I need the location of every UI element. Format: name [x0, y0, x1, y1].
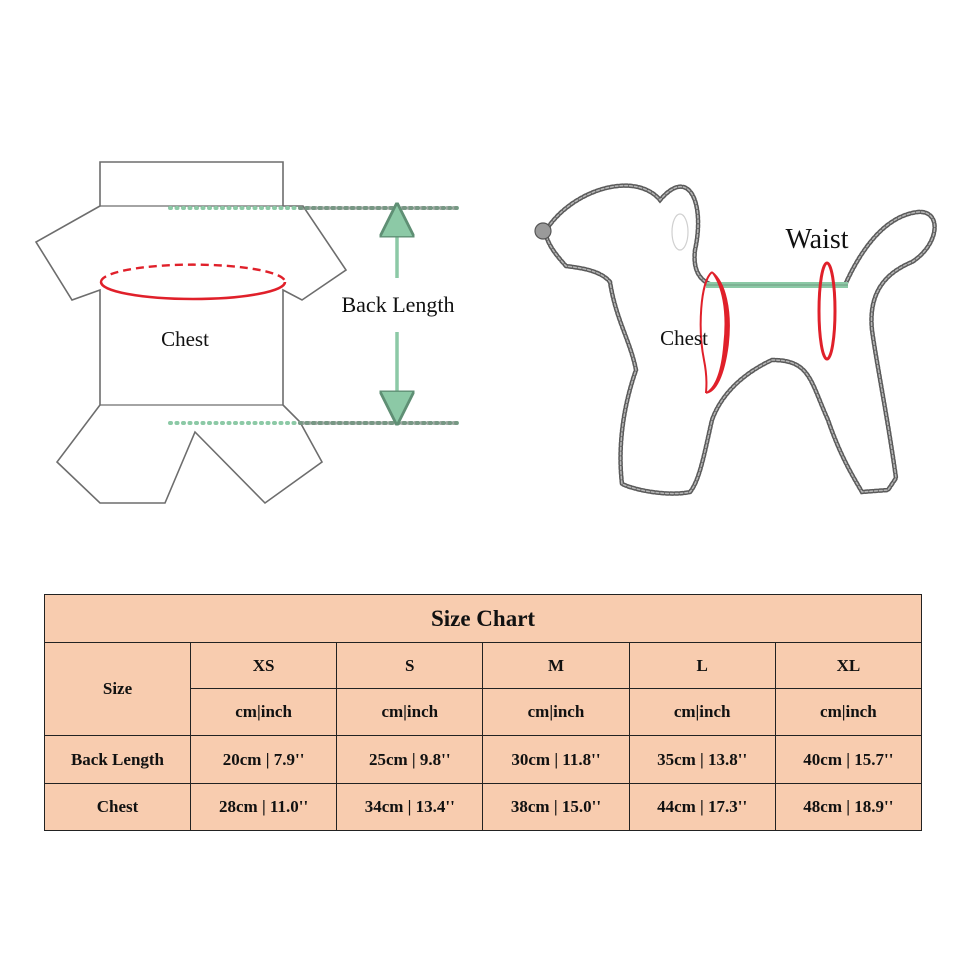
size-xs-header: XS [189, 642, 338, 689]
garment-illustration: Chest Back Length [34, 161, 460, 505]
table-cell: 25cm | 9.8'' [336, 735, 484, 784]
dog-ear-icon [671, 213, 689, 251]
size-chart-table: Size Chart Size XS S M L XL cm|inch cm|i… [44, 594, 923, 831]
size-l-header: L [628, 642, 776, 689]
unit-cell: cm|inch [774, 688, 923, 736]
dog-outline-highlight [544, 184, 936, 495]
dog-chest-ring-back [699, 271, 713, 394]
table-cell: 44cm | 17.3'' [628, 783, 776, 831]
table-cell: 40cm | 15.7'' [774, 735, 923, 784]
garment-outline [34, 161, 348, 505]
table-cell: 20cm | 7.9'' [189, 735, 338, 784]
table-cell: 35cm | 13.8'' [628, 735, 776, 784]
size-s-header: S [336, 642, 484, 689]
unit-cell: cm|inch [482, 688, 630, 736]
measurement-diagram: Chest Back Length Chest Waist [34, 161, 937, 505]
table-cell: 38cm | 15.0'' [482, 783, 630, 831]
size-chart-title: Size Chart [44, 594, 922, 643]
table-cell: 34cm | 13.4'' [336, 783, 484, 831]
back-length-label: Back Length [341, 292, 454, 317]
table-row: Chest 28cm | 11.0'' 34cm | 13.4'' 38cm |… [44, 783, 923, 831]
table-cell: 28cm | 11.0'' [189, 783, 338, 831]
garment-chest-back-arc [99, 263, 287, 283]
garment-chest-front-arc [99, 281, 287, 301]
dog-waist-label: Waist [785, 224, 848, 255]
size-header-cell: Size [44, 642, 191, 736]
dog-outline [542, 183, 937, 496]
dog-illustration: Chest Waist [534, 183, 937, 496]
row-label-back-length: Back Length [44, 735, 191, 784]
row-label-chest: Chest [44, 783, 191, 831]
table-cell: 30cm | 11.8'' [482, 735, 630, 784]
dog-chest-label: Chest [660, 326, 708, 350]
unit-row: cm|inch cm|inch cm|inch cm|inch cm|inch [45, 688, 923, 736]
unit-cell: cm|inch [189, 688, 338, 736]
table-row: Back Length 20cm | 7.9'' 25cm | 9.8'' 30… [44, 735, 923, 784]
dog-chest-ring [705, 271, 730, 394]
table-cell: 48cm | 18.9'' [774, 783, 923, 831]
unit-cell: cm|inch [336, 688, 484, 736]
size-header-row: Size XS S M L XL [44, 642, 923, 736]
size-m-header: M [482, 642, 630, 689]
unit-cell: cm|inch [628, 688, 776, 736]
size-xl-header: XL [774, 642, 923, 689]
dog-nose-icon [534, 222, 552, 240]
garment-chest-label: Chest [161, 327, 209, 351]
size-chart-title-row: Size Chart [44, 594, 922, 643]
dog-waist-ring [817, 261, 837, 361]
